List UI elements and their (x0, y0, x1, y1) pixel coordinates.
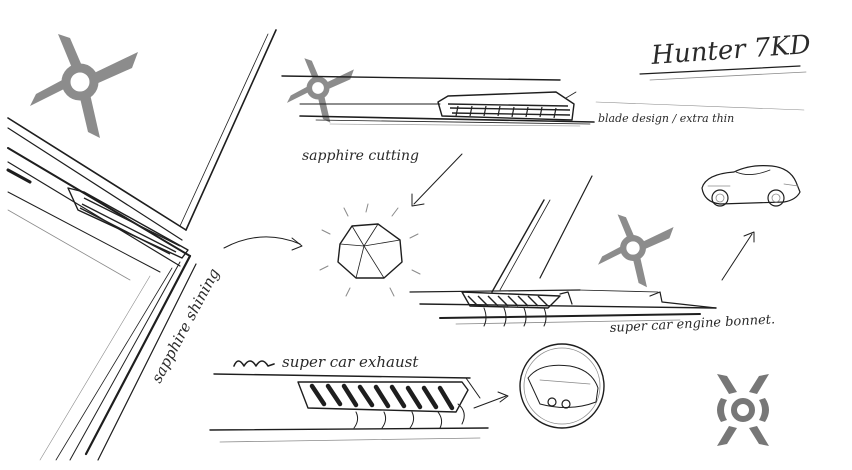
exhaust-sketch (209, 360, 509, 443)
brand-logo-bottom-icon (717, 374, 769, 446)
sapphire-gem-icon (319, 203, 421, 297)
brand-logo-icon (30, 34, 138, 138)
laptop-corner-sketch (6, 29, 303, 461)
sapphire-cutting-label: sapphire cutting (302, 148, 419, 164)
blade-design-label: blade design / extra thin (598, 112, 734, 125)
engine-bonnet-sketch (409, 175, 755, 327)
sapphire-shining-label: sapphire shining (148, 265, 224, 386)
blade-design-sketch (281, 58, 805, 207)
exhaust-magnifier-icon (519, 343, 605, 429)
page-title: Hunter 7KD (649, 30, 811, 71)
exhaust-label: super car exhaust (282, 353, 419, 371)
sports-car-icon (701, 165, 801, 207)
